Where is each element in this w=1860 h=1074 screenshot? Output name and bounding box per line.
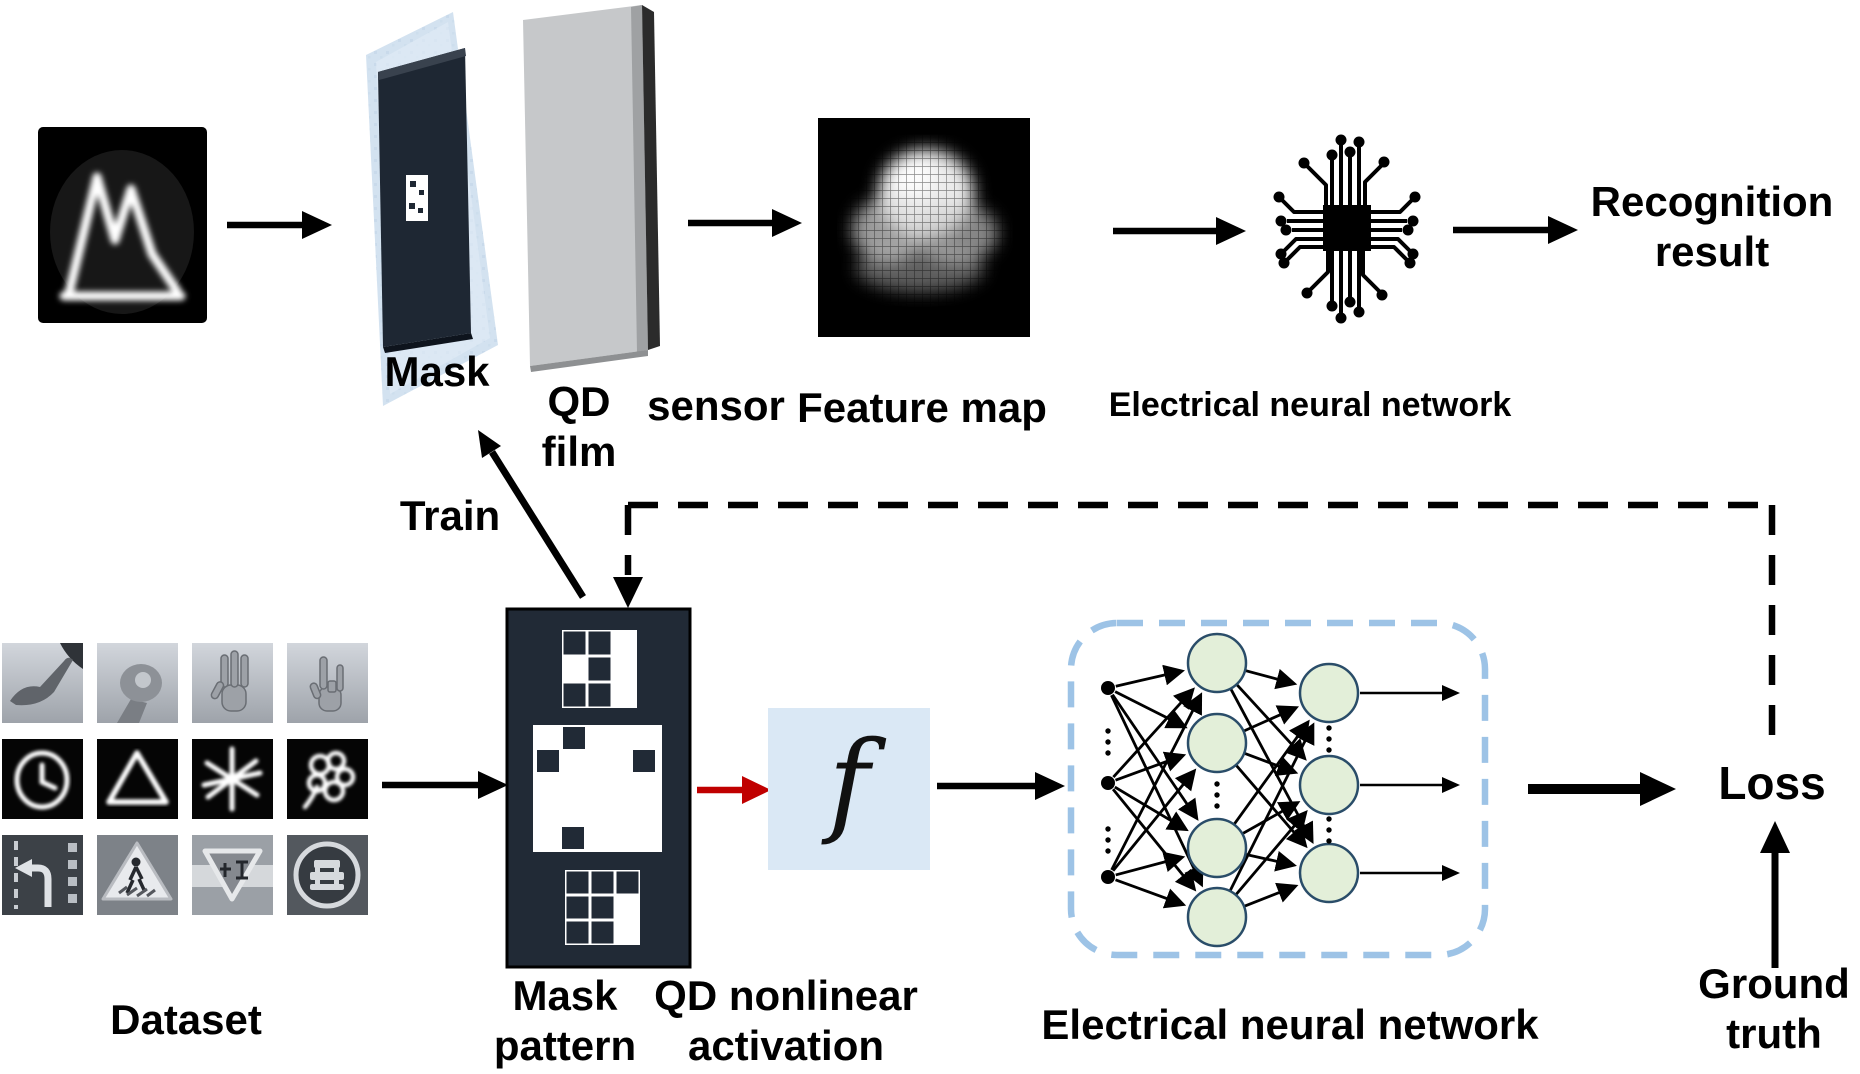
label-recognition-line2: result [1654,228,1770,275]
label-train: Train [399,492,501,539]
label-qd-film-line1: QD [547,378,611,425]
dataset-tile-hand-gesture-2 [97,643,178,723]
mask-pattern-panel [505,607,692,969]
label-ground-truth-line1: Ground [1698,960,1850,1007]
dataset-grid [2,643,368,915]
dataset-tile-hand-gesture-3 [192,643,273,723]
sensor-panel [523,5,660,372]
label-loss: Loss [1718,757,1826,809]
feedback-arrowhead [613,577,643,608]
label-recognition-line1: Recognition [1590,178,1834,225]
label-ground-truth: Ground truth [1698,959,1850,1059]
label-mask-pattern-line1: Mask [512,972,618,1019]
label-enn-bottom: Electrical neural network [1041,1001,1539,1048]
label-ground-truth-line2: truth [1726,1010,1822,1057]
dataset-tile-sign-left-turn [2,835,83,915]
dataset-tile-sketch-triangle [97,739,178,819]
label-qd-film: QD film [542,377,617,477]
label-mask-pattern: Mask pattern [494,971,636,1071]
loss-arrow [1528,772,1676,806]
label-sensor: sensor [647,382,785,429]
dataset-tile-sketch-flower [287,739,368,819]
ground-truth-arrow [1760,821,1790,968]
dataset-tile-sketch-star [192,739,273,819]
dataset-tile-sign-pedestrian-crossing [97,835,178,915]
label-qd-activation-line2: activation [687,1022,885,1069]
dataset-tile-sketch-clock [2,739,83,819]
feedback-dashed-path [624,501,1776,740]
feature-map-blob [818,118,1030,337]
chip-icon [1273,134,1421,324]
label-qd-activation: QD nonlinear activation [654,971,918,1071]
nn-dashed-box [1067,619,1489,959]
label-qd-film-line2: film [541,428,617,475]
label-feature-map: Feature map [797,384,1047,431]
dataset-tile-sign-vehicle [287,835,368,915]
dataset-tile-sign-yield [192,835,273,915]
feature-map-image [818,118,1030,337]
red-arrow [697,776,771,804]
label-mask: Mask [384,348,490,395]
mountain-sketch-image [38,127,207,323]
dataset-tile-hand-gesture-4 [287,643,368,723]
mask-panel [378,48,473,353]
label-mask-pattern-line2: pattern [493,1022,637,1069]
label-dataset: Dataset [110,996,262,1043]
f-symbol: f [828,718,870,848]
input-image [38,127,207,323]
flow-arrows-bottom [382,430,1790,968]
dataset-tile-hand-gesture-1 [2,643,83,723]
label-enn-top: Electrical neural network [1108,386,1512,424]
qd-activation-f-box: f [768,708,930,870]
label-qd-activation-line1: QD nonlinear [654,972,918,1019]
label-recognition-result: Recognition result [1591,177,1834,277]
